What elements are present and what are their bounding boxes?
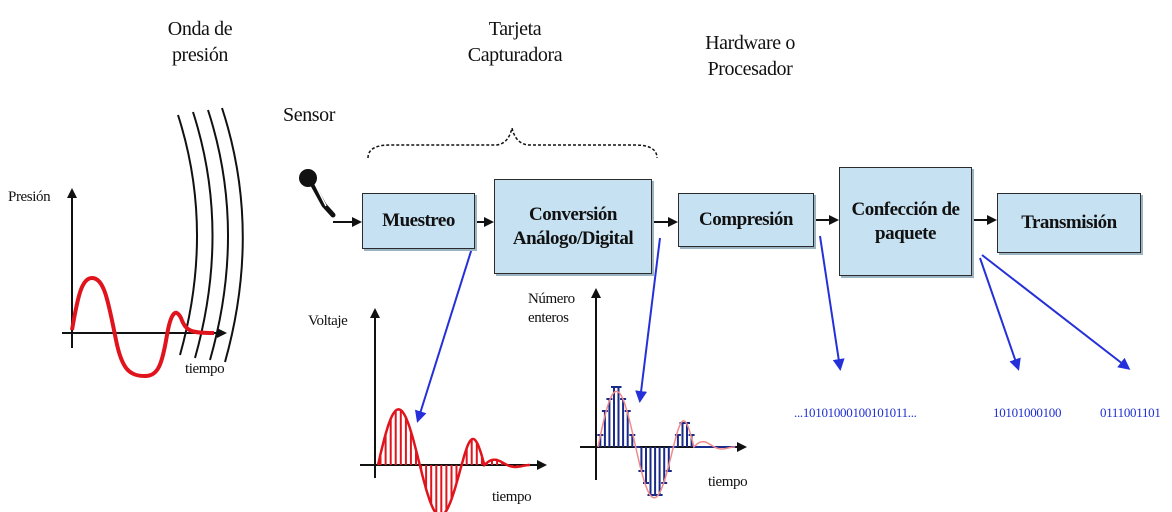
- pressure-wave-label: Onda de presión: [167, 18, 233, 66]
- adc-box: Conversión Análogo/Digital: [494, 179, 652, 274]
- packet-box: Confección de paquete: [839, 167, 972, 276]
- capture-card-label: Tarjeta Capturadora: [467, 18, 563, 66]
- packet-bits-a: 10101000100: [993, 405, 1062, 420]
- pressure-signal-curve: [70, 275, 215, 379]
- integers-plot-axes: [580, 288, 747, 480]
- sampled-signal-curve: [376, 408, 530, 512]
- capture-card-brace: [367, 127, 658, 159]
- packet-bits-b: 0111001101: [1100, 405, 1161, 420]
- quantized-signal-curve: [597, 390, 735, 499]
- bitstream-label: ...10101000100101011...: [794, 405, 917, 420]
- pressure-plot-axes: [62, 188, 227, 348]
- blue-pointer-arrows: [414, 235, 1131, 423]
- pressure-wave-arcs: [177, 107, 244, 363]
- sampling-box: Muestreo: [362, 193, 475, 249]
- pressure-axis-label: Presión: [8, 189, 51, 205]
- hardware-label: Hardware o Procesador: [705, 32, 795, 80]
- voltage-plot-axes: [360, 308, 547, 478]
- transmission-box: Transmisión: [997, 193, 1141, 253]
- integers-axis-label: Número enteros: [528, 291, 575, 326]
- microphone-sensor-icon: [299, 169, 336, 218]
- sensor-label: Sensor: [283, 104, 336, 126]
- time-axis-label-2: tiempo: [492, 489, 532, 505]
- time-axis-label-1: tiempo: [185, 361, 225, 377]
- flow-arrows: [475, 215, 997, 227]
- quantized-signal-bars: [597, 386, 736, 496]
- compression-box: Compresión: [678, 193, 814, 247]
- time-axis-label-3: tiempo: [708, 474, 748, 490]
- voltage-axis-label: Voltaje: [308, 313, 348, 329]
